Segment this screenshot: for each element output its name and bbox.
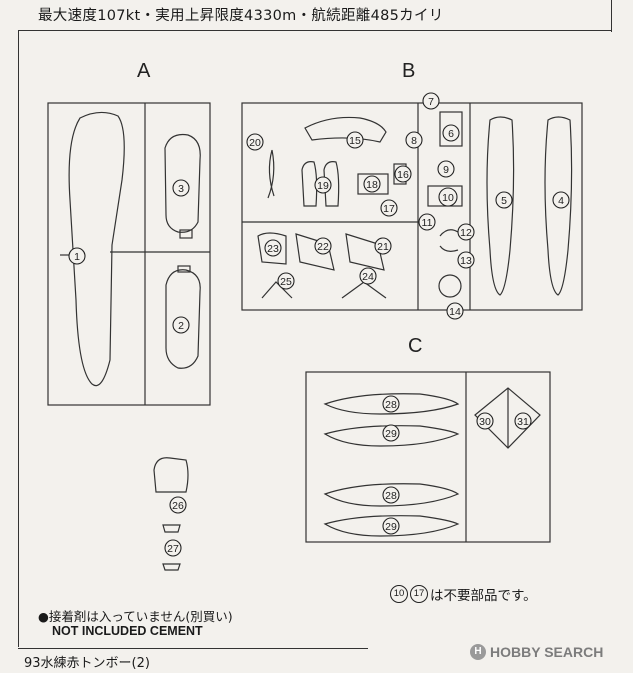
footer-title: 93水練赤トンボー(2) xyxy=(24,656,150,671)
part-number-4: 4 xyxy=(558,195,564,207)
part-number-20: 20 xyxy=(249,137,261,149)
part-number-17: 17 xyxy=(383,203,395,215)
sprue-label-b: B xyxy=(402,60,415,82)
part-number-29b: 29 xyxy=(385,521,397,533)
part-number-23: 23 xyxy=(267,243,279,255)
part-number-22: 22 xyxy=(317,241,329,253)
spec-text: 最大速度107kt・実用上昇限度4330m・航続距離485カイリ xyxy=(38,8,444,24)
part-number-18: 18 xyxy=(366,179,378,191)
part-number-19: 19 xyxy=(317,180,329,192)
part-number-31: 31 xyxy=(517,416,529,428)
frame-top-line xyxy=(18,30,612,31)
hobby-search-logo: H HOBBY SEARCH xyxy=(470,644,603,660)
part-number-14: 14 xyxy=(449,306,461,318)
logo-text: HOBBY SEARCH xyxy=(490,644,604,660)
logo-mark: H xyxy=(470,644,486,660)
part-number-7: 7 xyxy=(428,96,434,108)
unneeded-parts-note: 10 17 は不要部品です。 xyxy=(390,584,537,604)
part-number-26: 26 xyxy=(172,500,184,512)
part-number-8: 8 xyxy=(411,135,417,147)
part-number-9: 9 xyxy=(443,164,449,176)
frame-left-line xyxy=(18,30,19,647)
cement-note-en: NOT INCLUDED CEMENT xyxy=(52,624,203,638)
unneeded-part-10: 10 xyxy=(390,585,408,603)
part-number-21: 21 xyxy=(377,241,389,253)
frame-bottom-line xyxy=(18,648,368,649)
part-number-6: 6 xyxy=(448,128,454,140)
part-number-5: 5 xyxy=(501,195,507,207)
sprue-a xyxy=(47,102,211,406)
frame-right-line xyxy=(611,0,612,32)
part-number-25: 25 xyxy=(280,276,292,288)
sprue-label-c: C xyxy=(408,335,422,357)
part-number-12: 12 xyxy=(460,227,472,239)
part-number-16: 16 xyxy=(397,169,409,181)
part-number-24: 24 xyxy=(362,271,374,283)
unneeded-part-17: 17 xyxy=(410,585,428,603)
part-number-28b: 28 xyxy=(385,490,397,502)
part-number-29a: 29 xyxy=(385,428,397,440)
part-number-11: 11 xyxy=(422,217,433,229)
part-number-30: 30 xyxy=(479,416,491,428)
part-number-15: 15 xyxy=(349,135,361,147)
part-number-27: 27 xyxy=(167,543,179,555)
part-number-1: 1 xyxy=(74,251,80,263)
part-number-28a: 28 xyxy=(385,399,397,411)
sprue-label-a: A xyxy=(137,60,151,82)
cement-note-jp: ●接着剤は入っていません(別買い) xyxy=(38,609,233,624)
unneeded-text: は不要部品です。 xyxy=(430,588,537,604)
sprue-c xyxy=(305,371,551,543)
loose-parts xyxy=(153,457,189,571)
part-number-10: 10 xyxy=(442,192,454,204)
part-number-13: 13 xyxy=(460,255,472,267)
part-number-2: 2 xyxy=(178,320,184,332)
part-number-3: 3 xyxy=(178,183,184,195)
